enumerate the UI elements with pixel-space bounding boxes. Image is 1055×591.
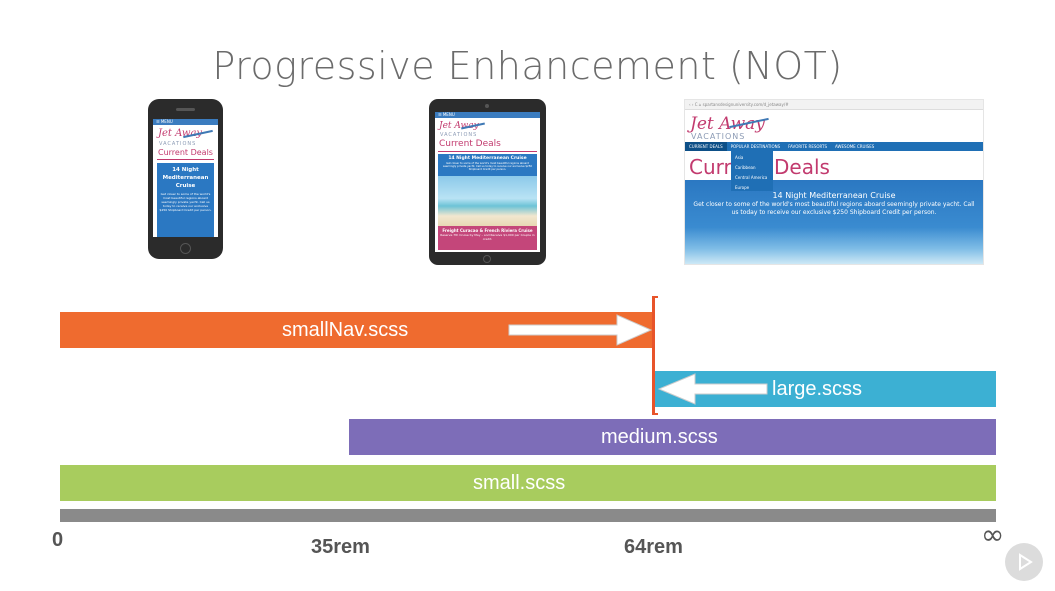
tablet-logo: Jet Away [439,121,479,131]
nav-current-deals[interactable]: CURRENT DEALS [685,142,727,151]
medium-scss-bar: medium.scss [349,419,996,455]
play-button[interactable] [1005,543,1043,581]
tablet-beach-image [438,176,537,226]
tablet-divider [438,151,537,152]
browser-address-bar: ‹ › C ⌂ spartansdesignuniversity.com/d_j… [685,100,983,110]
tablet-promo-text: Reserve 7th Cruise by May – and Receive … [440,233,535,241]
tablet-mockup: ☰ MENU Jet Away VACATIONS Current Deals … [429,99,546,265]
tablet-promo-box: Freight Curacao & French Riviera Cruise … [438,226,537,250]
phone-speaker [176,108,195,111]
browser-url: spartansdesignuniversity.com/d_jetaway/# [702,102,789,107]
tablet-logo-sub: VACATIONS [440,132,478,138]
phone-deals-heading: Current Deals [158,148,213,157]
phone-screen: ☰ MENU Jet Away VACATIONS Current Deals … [153,119,218,237]
tablet-deal-box: 14 Night Mediterranean Cruise Get closer… [438,154,537,176]
nav-awesome-cruises[interactable]: AWESOME CRUISES [835,144,875,149]
breakpoint-marker [652,296,655,415]
dropdown-item-europe[interactable]: Europe [735,185,750,190]
tablet-home-button [483,255,491,263]
smallnav-scss-bar: smallNav.scss [60,312,655,348]
nav-favorite-resorts[interactable]: FAVORITE RESORTS [788,144,828,149]
desktop-mockup: ‹ › C ⌂ spartansdesignuniversity.com/d_j… [684,99,984,265]
axis-tick-0: 0 [52,529,64,551]
medium-scss-label: medium.scss [601,425,718,448]
axis-tick-64rem: 64rem [624,536,683,558]
desktop-logo: Jet Away [690,114,765,134]
axis-tick-infinity: ∞ [981,518,1005,551]
dropdown-item-caribbean[interactable]: Caribbean [735,165,756,170]
browser-nav-icons: ‹ › C ⌂ [689,102,703,107]
desktop-deal-title: 14 Night Mediterranean Cruise [772,191,896,200]
desktop-deals-heading-left: Curr [689,155,732,179]
nav-popular-destinations[interactable]: POPULAR DESTINATIONS [730,144,781,149]
tablet-menu-bar: ☰ MENU [435,112,540,118]
dropdown-item-asia[interactable]: Asia [735,155,744,160]
tablet-screen: ☰ MENU Jet Away VACATIONS Current Deals … [435,112,540,252]
phone-deal-box: 14 Night Mediterranean Cruise Get closer… [157,163,214,237]
smallnav-scss-label: smallNav.scss [282,318,409,341]
phone-logo-sub: VACATIONS [159,141,197,147]
slide-title: Progressive Enhancement (NOT) [212,44,843,88]
left-arrow-icon [657,373,768,405]
desktop-logo-sub: VACATIONS [691,132,746,141]
phone-menu-bar: ☰ MENU [153,119,218,125]
small-scss-bar: small.scss [60,465,996,501]
desktop-deal-banner: 14 Night Mediterranean Cruise Get closer… [685,180,983,264]
destinations-dropdown: Asia Caribbean Central America Europe [731,151,773,191]
breakpoint-marker-top-cap [652,296,658,298]
phone-divider [157,159,214,160]
desktop-deals-heading-right: Deals [774,155,830,179]
play-icon [1019,553,1033,571]
tablet-deal-title: 14 Night Mediterranean Cruise [448,156,527,161]
phone-deal-text: Get closer to some of the world's most b… [159,192,212,212]
tablet-deals-heading: Current Deals [439,139,501,149]
breakpoint-axis [60,509,996,522]
large-scss-label: large.scss [772,377,863,400]
axis-tick-35rem: 35rem [311,536,370,558]
tablet-promo-title: Freight Curacao & French Riviera Cruise [442,228,533,233]
tablet-camera [485,104,489,108]
tablet-deal-text: Get closer to some of the world's most b… [442,162,532,172]
large-scss-bar: large.scss [655,371,996,407]
phone-deal-title: 14 Night Mediterranean Cruise [162,167,209,189]
phone-logo: Jet Away [158,128,203,139]
breakpoint-marker-bottom-cap [652,413,658,415]
right-arrow-icon [508,314,653,346]
dropdown-item-central-america[interactable]: Central America [735,175,768,180]
small-scss-label: small.scss [473,471,566,494]
desktop-deal-text: Get closer to some of the world's most b… [693,201,975,216]
phone-mockup: ☰ MENU Jet Away VACATIONS Current Deals … [148,99,223,259]
phone-home-button [180,243,191,254]
